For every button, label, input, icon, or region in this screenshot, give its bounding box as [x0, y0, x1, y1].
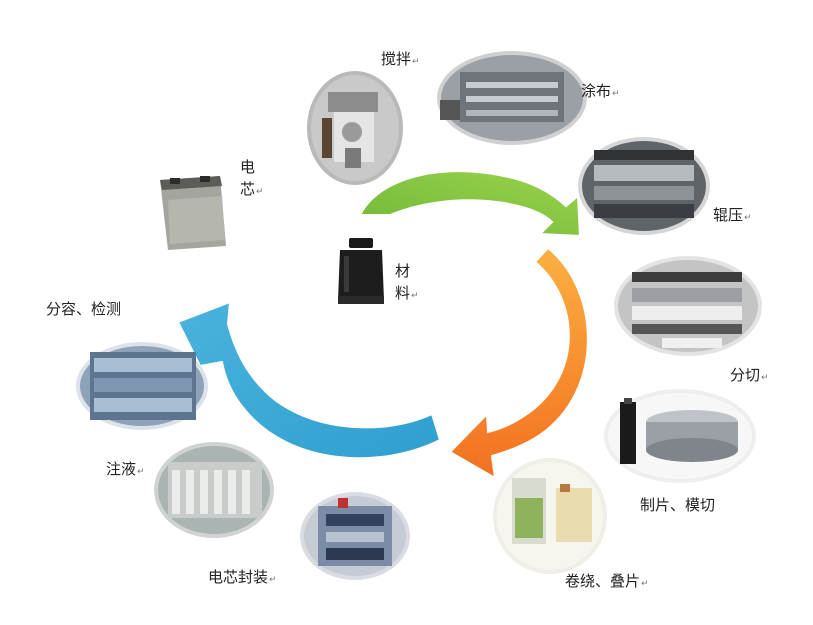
- step-coating-label: 涂布↵: [581, 82, 620, 100]
- final-cell-label-line2: 芯: [240, 180, 256, 198]
- step-mixing-label: 搅拌↵: [381, 50, 420, 68]
- center-material-label: 材 料↵: [395, 262, 419, 302]
- electrolyte-filling-image: [154, 442, 274, 538]
- arrow-blue: [176, 300, 442, 460]
- step-electrolyte-filling-label: 注液↵: [106, 460, 145, 478]
- tab-die-cutting-image: [604, 389, 756, 483]
- rolling-image: [578, 137, 710, 235]
- center-material-label-line1: 材: [395, 262, 411, 280]
- formation-testing-image: [76, 342, 208, 430]
- mixing-image: [307, 71, 403, 185]
- step-winding-stacking-label: 卷绕、叠片↵: [565, 572, 649, 590]
- final-cell-label-line1: 电: [240, 158, 256, 176]
- step-tab-die-cutting-label: 制片、模切: [640, 496, 716, 514]
- winding-stacking-image: [493, 458, 607, 574]
- coating-image: [437, 51, 587, 145]
- final-cell-label: 电 芯↵: [240, 158, 264, 198]
- step-slitting-label: 分切↵: [730, 366, 769, 384]
- cell-packaging-image: [300, 492, 410, 580]
- material-bottle-image: [338, 238, 384, 304]
- battery-cell-image: [160, 176, 226, 250]
- arrow-green: [358, 170, 582, 238]
- arrow-orange: [448, 246, 589, 480]
- slitting-image: [614, 256, 762, 356]
- center-material-label-line2: 料: [395, 284, 411, 302]
- step-formation-testing-label: 分容、检测: [46, 300, 122, 318]
- step-rolling-label: 辊压↵: [713, 206, 752, 224]
- step-cell-packaging-label: 电芯封装↵: [208, 568, 277, 586]
